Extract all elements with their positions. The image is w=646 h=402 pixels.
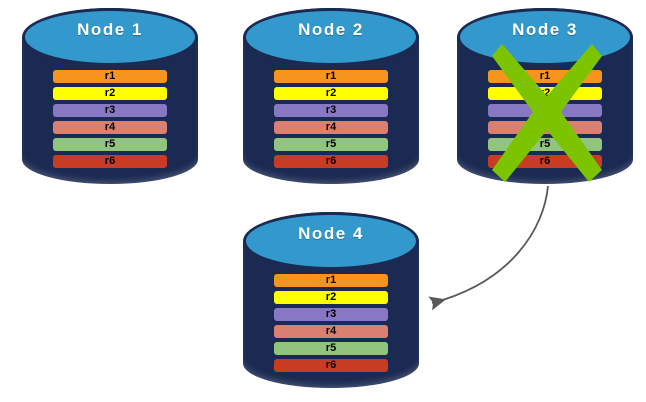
node-1-row-r1[interactable]: r1 xyxy=(52,69,168,83)
node-3-cylinder-top xyxy=(457,8,633,67)
node-3-rows: r1 r2 r3 r4 r5 r6 xyxy=(487,69,603,169)
node-2-cylinder-top xyxy=(243,8,419,67)
node-4-row-r3[interactable]: r3 xyxy=(273,307,389,321)
node-1-row-r6[interactable]: r6 xyxy=(52,154,168,169)
node-3[interactable]: Node 3 r1 r2 r3 r4 r5 r6 xyxy=(457,8,633,184)
node-3-row-r6[interactable]: r6 xyxy=(487,154,603,169)
node-3-row-r4[interactable]: r4 xyxy=(487,120,603,135)
node-4-row-r4[interactable]: r4 xyxy=(273,324,389,339)
node-2-row-r3[interactable]: r3 xyxy=(273,103,389,117)
node-2-row-r2[interactable]: r2 xyxy=(273,86,389,100)
node-4-row-r6[interactable]: r6 xyxy=(273,358,389,373)
node-3-row-r1[interactable]: r1 xyxy=(487,69,603,83)
node-4[interactable]: Node 4 r1 r2 r3 r4 r5 r6 xyxy=(243,212,419,388)
node-4-row-r2[interactable]: r2 xyxy=(273,290,389,304)
node-1-row-r2[interactable]: r2 xyxy=(52,86,168,100)
node-1-cylinder-top xyxy=(22,8,198,67)
node-3-row-r2[interactable]: r2 xyxy=(487,86,603,100)
node-4-row-r5[interactable]: r5 xyxy=(273,341,389,356)
node-2[interactable]: Node 2 r1 r2 r3 r4 r5 r6 xyxy=(243,8,419,184)
node-2-row-r1[interactable]: r1 xyxy=(273,69,389,83)
node-1-rows: r1 r2 r3 r4 r5 r6 xyxy=(52,69,168,169)
node-2-row-r5[interactable]: r5 xyxy=(273,137,389,152)
node-1[interactable]: Node 1 r1 r2 r3 r4 r5 r6 xyxy=(22,8,198,184)
node-1-row-r5[interactable]: r5 xyxy=(52,137,168,152)
node-4-row-r1[interactable]: r1 xyxy=(273,273,389,287)
node-4-cylinder-top xyxy=(243,212,419,271)
node-1-row-r3[interactable]: r3 xyxy=(52,103,168,117)
node-3-row-r5[interactable]: r5 xyxy=(487,137,603,152)
node-2-rows: r1 r2 r3 r4 r5 r6 xyxy=(273,69,389,169)
node-2-row-r6[interactable]: r6 xyxy=(273,154,389,169)
node-3-row-r3[interactable]: r3 xyxy=(487,103,603,117)
node-1-row-r4[interactable]: r4 xyxy=(52,120,168,135)
recovery-arrow-path xyxy=(428,185,549,311)
node-4-rows: r1 r2 r3 r4 r5 r6 xyxy=(273,273,389,373)
node-2-row-r4[interactable]: r4 xyxy=(273,120,389,135)
